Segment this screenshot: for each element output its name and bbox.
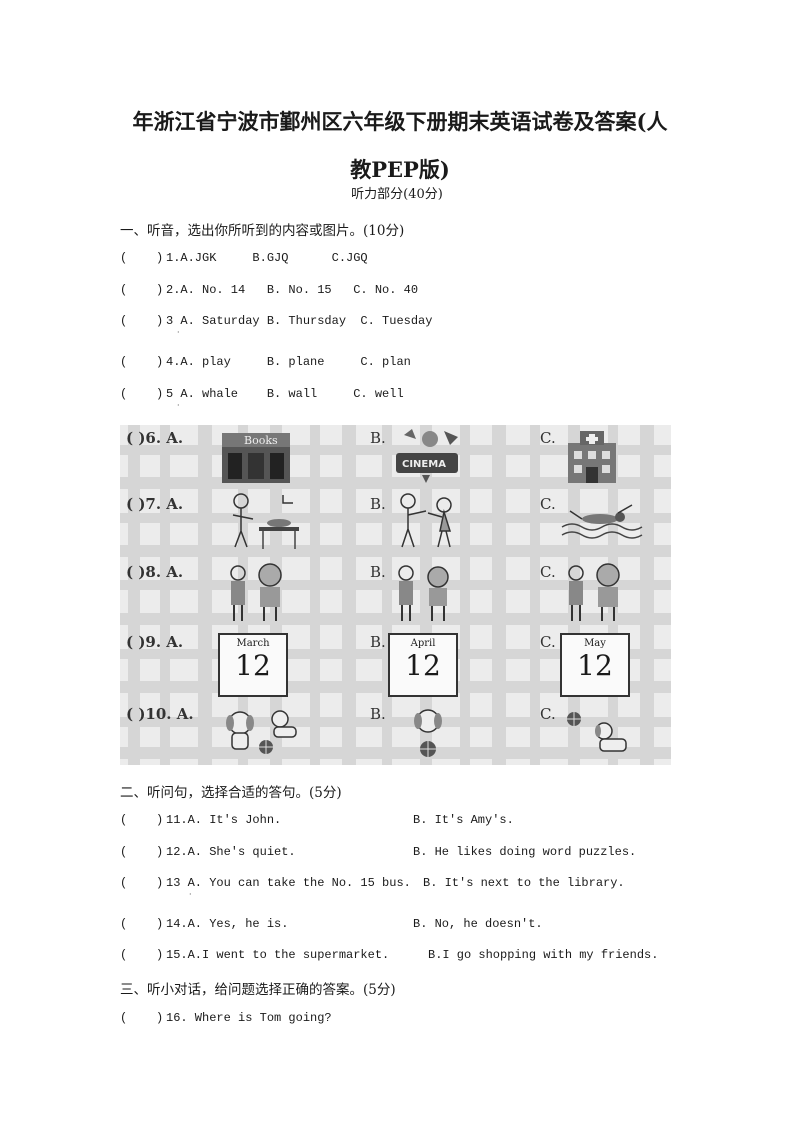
calendar-may[interactable]: May 12: [560, 633, 630, 697]
option-b: B. No, he doesn't.: [413, 917, 543, 931]
question-text: 16. Where is Tom going?: [166, 1011, 332, 1025]
title-line-2: 教PEP版): [350, 157, 450, 182]
section1-heading: 一、听音，选出你所听到的内容或图片。(10分): [120, 223, 405, 239]
question-14: ( )14.A. Yes, he is.: [120, 917, 288, 931]
answer-paren[interactable]: ( ): [120, 1011, 164, 1025]
pic-q8-option-b: B.: [370, 563, 386, 581]
answer-paren[interactable]: ( ): [120, 355, 164, 369]
cinema-sign: CINEMA: [402, 459, 446, 470]
pic-q10-option-c: C.: [540, 705, 556, 723]
question-13: ( )13 A. You can take the No. 15 bus.: [120, 876, 411, 890]
calendar-month: April: [410, 638, 436, 649]
two-kids-icon[interactable]: [392, 563, 458, 625]
question-text: 2.A. No. 14 B. No. 15 C. No. 40: [166, 283, 419, 297]
dot-mark: ·: [177, 328, 180, 337]
answer-paren[interactable]: ( ): [120, 387, 164, 401]
pic-q7-option-b: B.: [370, 495, 386, 513]
pic-q8-label: ( )8. A.: [126, 563, 184, 581]
hospital-icon[interactable]: [562, 429, 622, 485]
option-a: 13 A. You can take the No. 15 bus.: [166, 876, 411, 890]
answer-paren[interactable]: ( ): [120, 251, 164, 265]
option-b: B.I go shopping with my friends.: [428, 948, 659, 962]
question-3: ( )3 A. Saturday B. Thursday C. Tuesday: [120, 314, 432, 328]
question-11: ( )11.A. It's John.: [120, 813, 281, 827]
option-a: 14.A. Yes, he is.: [166, 917, 289, 931]
pic-q7-label: ( )7. A.: [126, 495, 184, 513]
option-a: 11.A. It's John.: [166, 813, 282, 827]
calendar-day: 12: [235, 649, 271, 682]
question-4: ( )4.A. play B. plane C. plan: [120, 355, 411, 369]
question-12: ( )12.A. She's quiet.: [120, 845, 296, 859]
answer-paren[interactable]: ( ): [120, 813, 164, 827]
answer-paren[interactable]: ( ): [120, 845, 164, 859]
pic-q9-option-c: C.: [540, 633, 556, 651]
question-text: 1.A.JGK B.GJQ C.JGQ: [166, 251, 368, 265]
calendar-month: March: [236, 638, 270, 649]
section3-heading: 三、听小对话，给问题选择正确的答案。(5分): [120, 982, 396, 998]
question-15: ( )15.A.I went to the supermarket.: [120, 948, 389, 962]
cooking-icon[interactable]: [225, 491, 305, 551]
question-text: 4.A. play B. plane C. plan: [166, 355, 411, 369]
listening-subtitle: 听力部分(40分): [351, 187, 443, 202]
calendar-day: 12: [577, 649, 613, 682]
pic-q10-label: ( )10. A.: [126, 705, 194, 723]
option-b: B. He likes doing word puzzles.: [413, 845, 637, 859]
two-kids-icon[interactable]: [562, 563, 628, 625]
document-title: 年浙江省宁波市鄞州区六年级下册期末英语试卷及答案(人 教PEP版): [110, 98, 690, 194]
answer-paren[interactable]: ( ): [120, 314, 164, 328]
dog-ball-icon[interactable]: [564, 709, 634, 759]
pic-q6-option-c: C.: [540, 429, 556, 447]
question-16: ( )16. Where is Tom going?: [120, 1011, 332, 1025]
question-text: 3 A. Saturday B. Thursday C. Tuesday: [166, 314, 433, 328]
cinema-icon[interactable]: CINEMA: [392, 427, 466, 485]
answer-paren[interactable]: ( ): [120, 283, 164, 297]
dog-ball-icon[interactable]: [408, 709, 448, 763]
pic-q8-option-c: C.: [540, 563, 556, 581]
swimming-icon[interactable]: [560, 497, 644, 545]
dot-mark: ·: [189, 890, 192, 899]
calendar-month: May: [584, 638, 606, 649]
dot-mark: ·: [177, 401, 180, 410]
bookstore-icon[interactable]: Books: [220, 429, 292, 485]
question-1: ( )1.A.JGK B.GJQ C.JGQ: [120, 251, 368, 265]
option-a: 15.A.I went to the supermarket.: [166, 948, 390, 962]
section2-heading: 二、听问句，选择合适的答句。(5分): [120, 785, 342, 801]
dog-ball-icon[interactable]: [224, 709, 304, 759]
bookstore-sign: Books: [244, 434, 278, 447]
pic-q10-option-b: B.: [370, 705, 386, 723]
pic-q6-label: ( )6. A.: [126, 429, 184, 447]
question-5: ( )5 A. whale B. wall C. well: [120, 387, 404, 401]
answer-paren[interactable]: ( ): [120, 876, 164, 890]
calendar-april[interactable]: April 12: [388, 633, 458, 697]
picture-questions-panel: ( )6. A. B. C. Books CINEMA ( )7. A. B. …: [120, 425, 671, 765]
pic-q7-option-c: C.: [540, 495, 556, 513]
pic-q9-option-b: B.: [370, 633, 386, 651]
option-b: B. It's Amy's.: [413, 813, 514, 827]
title-line-1: 年浙江省宁波市鄞州区六年级下册期末英语试卷及答案(人: [132, 109, 668, 134]
pic-q9-label: ( )9. A.: [126, 633, 184, 651]
calendar-march[interactable]: March 12: [218, 633, 288, 697]
two-kids-icon[interactable]: [224, 563, 290, 625]
answer-paren[interactable]: ( ): [120, 917, 164, 931]
option-a: 12.A. She's quiet.: [166, 845, 296, 859]
pic-q6-option-b: B.: [370, 429, 386, 447]
dancing-icon[interactable]: [392, 491, 462, 551]
question-2: ( )2.A. No. 14 B. No. 15 C. No. 40: [120, 283, 418, 297]
option-b: B. It's next to the library.: [423, 876, 625, 890]
question-text: 5 A. whale B. wall C. well: [166, 387, 404, 401]
answer-paren[interactable]: ( ): [120, 948, 164, 962]
calendar-day: 12: [405, 649, 441, 682]
